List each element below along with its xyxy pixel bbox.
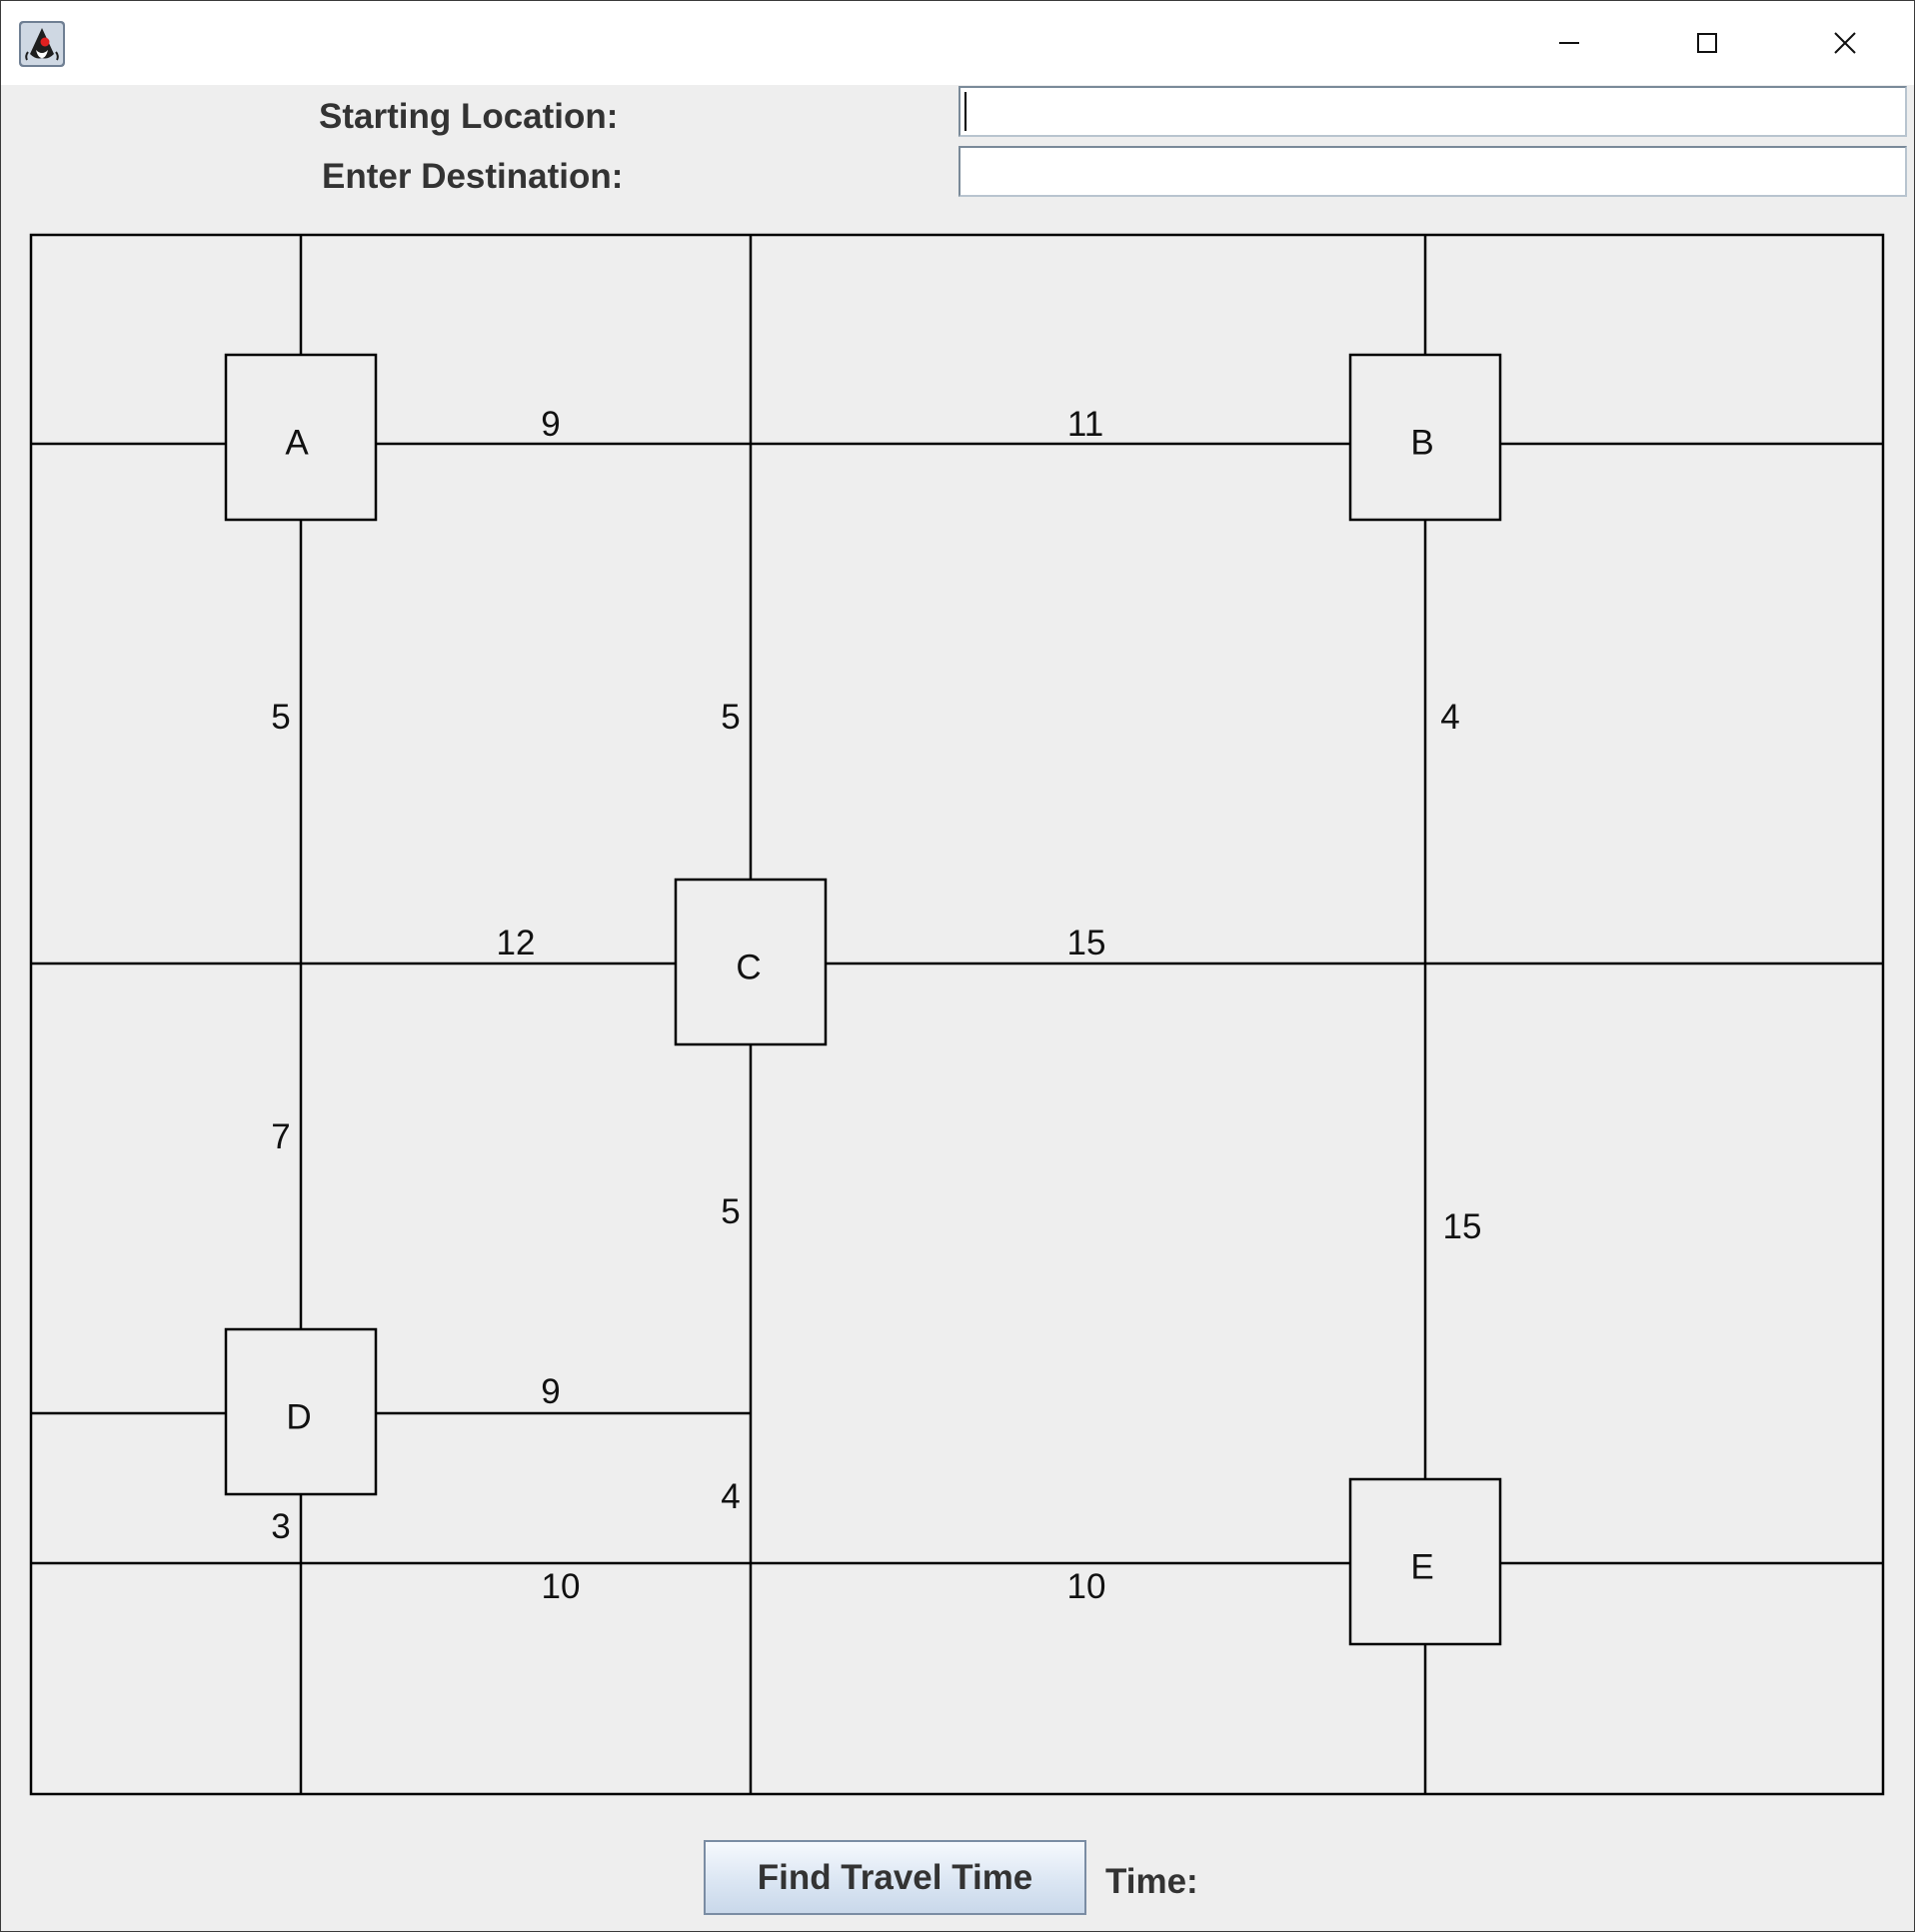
weight-label: 7	[271, 1117, 290, 1156]
starting-location-label: Starting Location:	[319, 97, 619, 136]
node-label: A	[285, 423, 309, 462]
weight-label: 3	[271, 1507, 290, 1546]
weight-label: 4	[721, 1477, 740, 1516]
destination-input[interactable]	[958, 146, 1907, 197]
title-bar[interactable]	[1, 1, 1914, 85]
maximize-icon	[1697, 33, 1717, 53]
node-label: B	[1410, 423, 1433, 462]
weight-label: 15	[1067, 924, 1106, 963]
minimize-button[interactable]	[1500, 1, 1638, 85]
location-node-e: E	[1348, 1477, 1502, 1646]
weight-label: 9	[541, 1372, 560, 1411]
map-border	[29, 233, 1885, 1796]
minimize-icon	[1559, 42, 1579, 44]
weight-label: 15	[1443, 1207, 1482, 1246]
weight-label: 5	[721, 698, 740, 737]
close-button[interactable]	[1776, 1, 1914, 85]
weight-label: 5	[721, 1192, 740, 1231]
location-node-b: B	[1348, 353, 1502, 522]
node-label: D	[286, 1397, 311, 1436]
weight-label: 10	[542, 1567, 581, 1606]
location-node-d: D	[224, 1327, 378, 1496]
maximize-button[interactable]	[1638, 1, 1776, 85]
weight-label: 9	[541, 405, 560, 444]
weight-label: 12	[497, 924, 536, 963]
weight-label: 4	[1440, 698, 1459, 737]
starting-location-input[interactable]	[958, 86, 1907, 137]
weight-label: 11	[1067, 405, 1103, 444]
node-label: E	[1410, 1547, 1433, 1586]
close-icon	[1834, 32, 1856, 54]
java-duke-icon	[19, 21, 65, 67]
time-label: Time:	[1105, 1862, 1198, 1901]
node-label: C	[736, 948, 761, 986]
location-node-c: C	[674, 878, 828, 1046]
location-node-a: A	[224, 353, 378, 522]
find-travel-time-button[interactable]: Find Travel Time	[704, 1840, 1086, 1915]
weight-label: 10	[1067, 1567, 1106, 1606]
destination-label: Enter Destination:	[322, 157, 624, 196]
text-caret	[964, 92, 966, 131]
weight-label: 5	[271, 698, 290, 737]
